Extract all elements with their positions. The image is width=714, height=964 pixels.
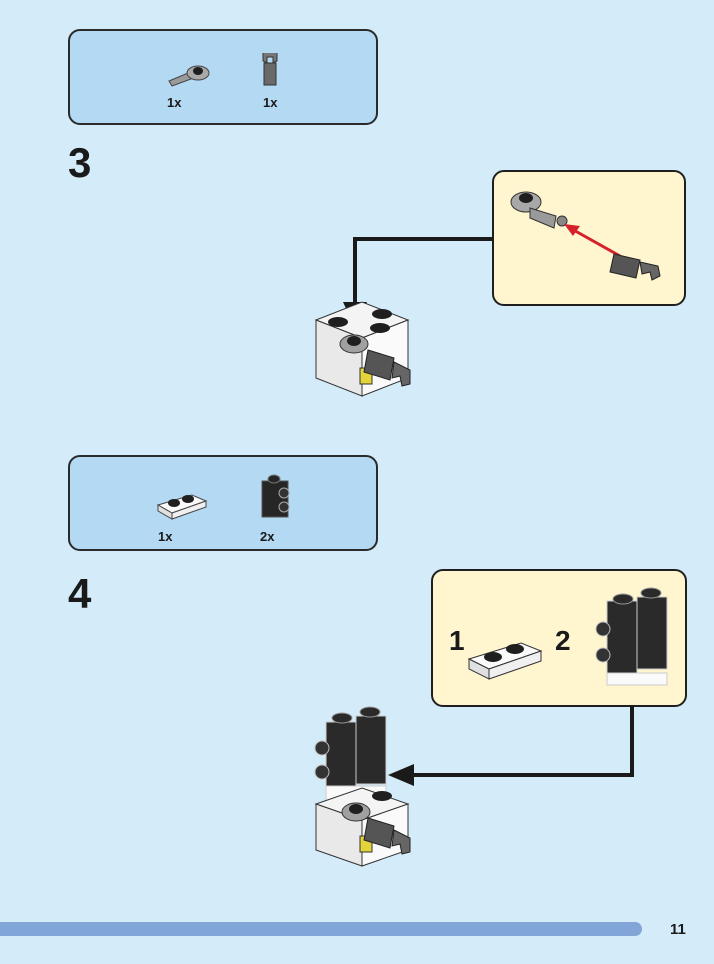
substep-number: 2 bbox=[555, 625, 571, 656]
step-3-callout bbox=[492, 170, 686, 306]
step-4-model bbox=[314, 706, 411, 867]
connector-line bbox=[353, 237, 493, 241]
page-number: 11 bbox=[670, 921, 686, 938]
assembly-detail-illustration bbox=[510, 191, 661, 281]
step-number: 4 bbox=[68, 570, 92, 617]
part-qty: 1x bbox=[263, 95, 278, 110]
substep-number: 1 bbox=[449, 625, 465, 656]
part-qty: 1x bbox=[158, 529, 173, 544]
brick-pair-studs-side-icon bbox=[595, 587, 668, 686]
part-qty: 1x bbox=[167, 95, 182, 110]
step-3-parts-box: 1x 1x bbox=[68, 29, 378, 125]
clip-bar-icon bbox=[262, 53, 278, 86]
step-3-model bbox=[314, 301, 411, 397]
plate-1x2-icon bbox=[156, 494, 208, 520]
plate-1x2-icon bbox=[467, 642, 543, 680]
connector-line bbox=[410, 773, 634, 777]
step-number: 3 bbox=[68, 139, 92, 186]
arrow-left-icon bbox=[388, 764, 414, 786]
red-arrowhead bbox=[564, 224, 580, 236]
step-4-callout: 1 2 bbox=[431, 569, 687, 707]
step-4-parts-box: 1x 2x bbox=[68, 455, 378, 551]
connector-line bbox=[353, 237, 357, 309]
part-qty: 2x bbox=[260, 529, 275, 544]
red-arrow-line bbox=[569, 226, 621, 258]
brick-1x1-studs-side-icon bbox=[261, 474, 290, 518]
footer-bar bbox=[0, 922, 642, 936]
ball-joint-arm-icon bbox=[168, 65, 210, 87]
connector-line bbox=[630, 705, 634, 777]
